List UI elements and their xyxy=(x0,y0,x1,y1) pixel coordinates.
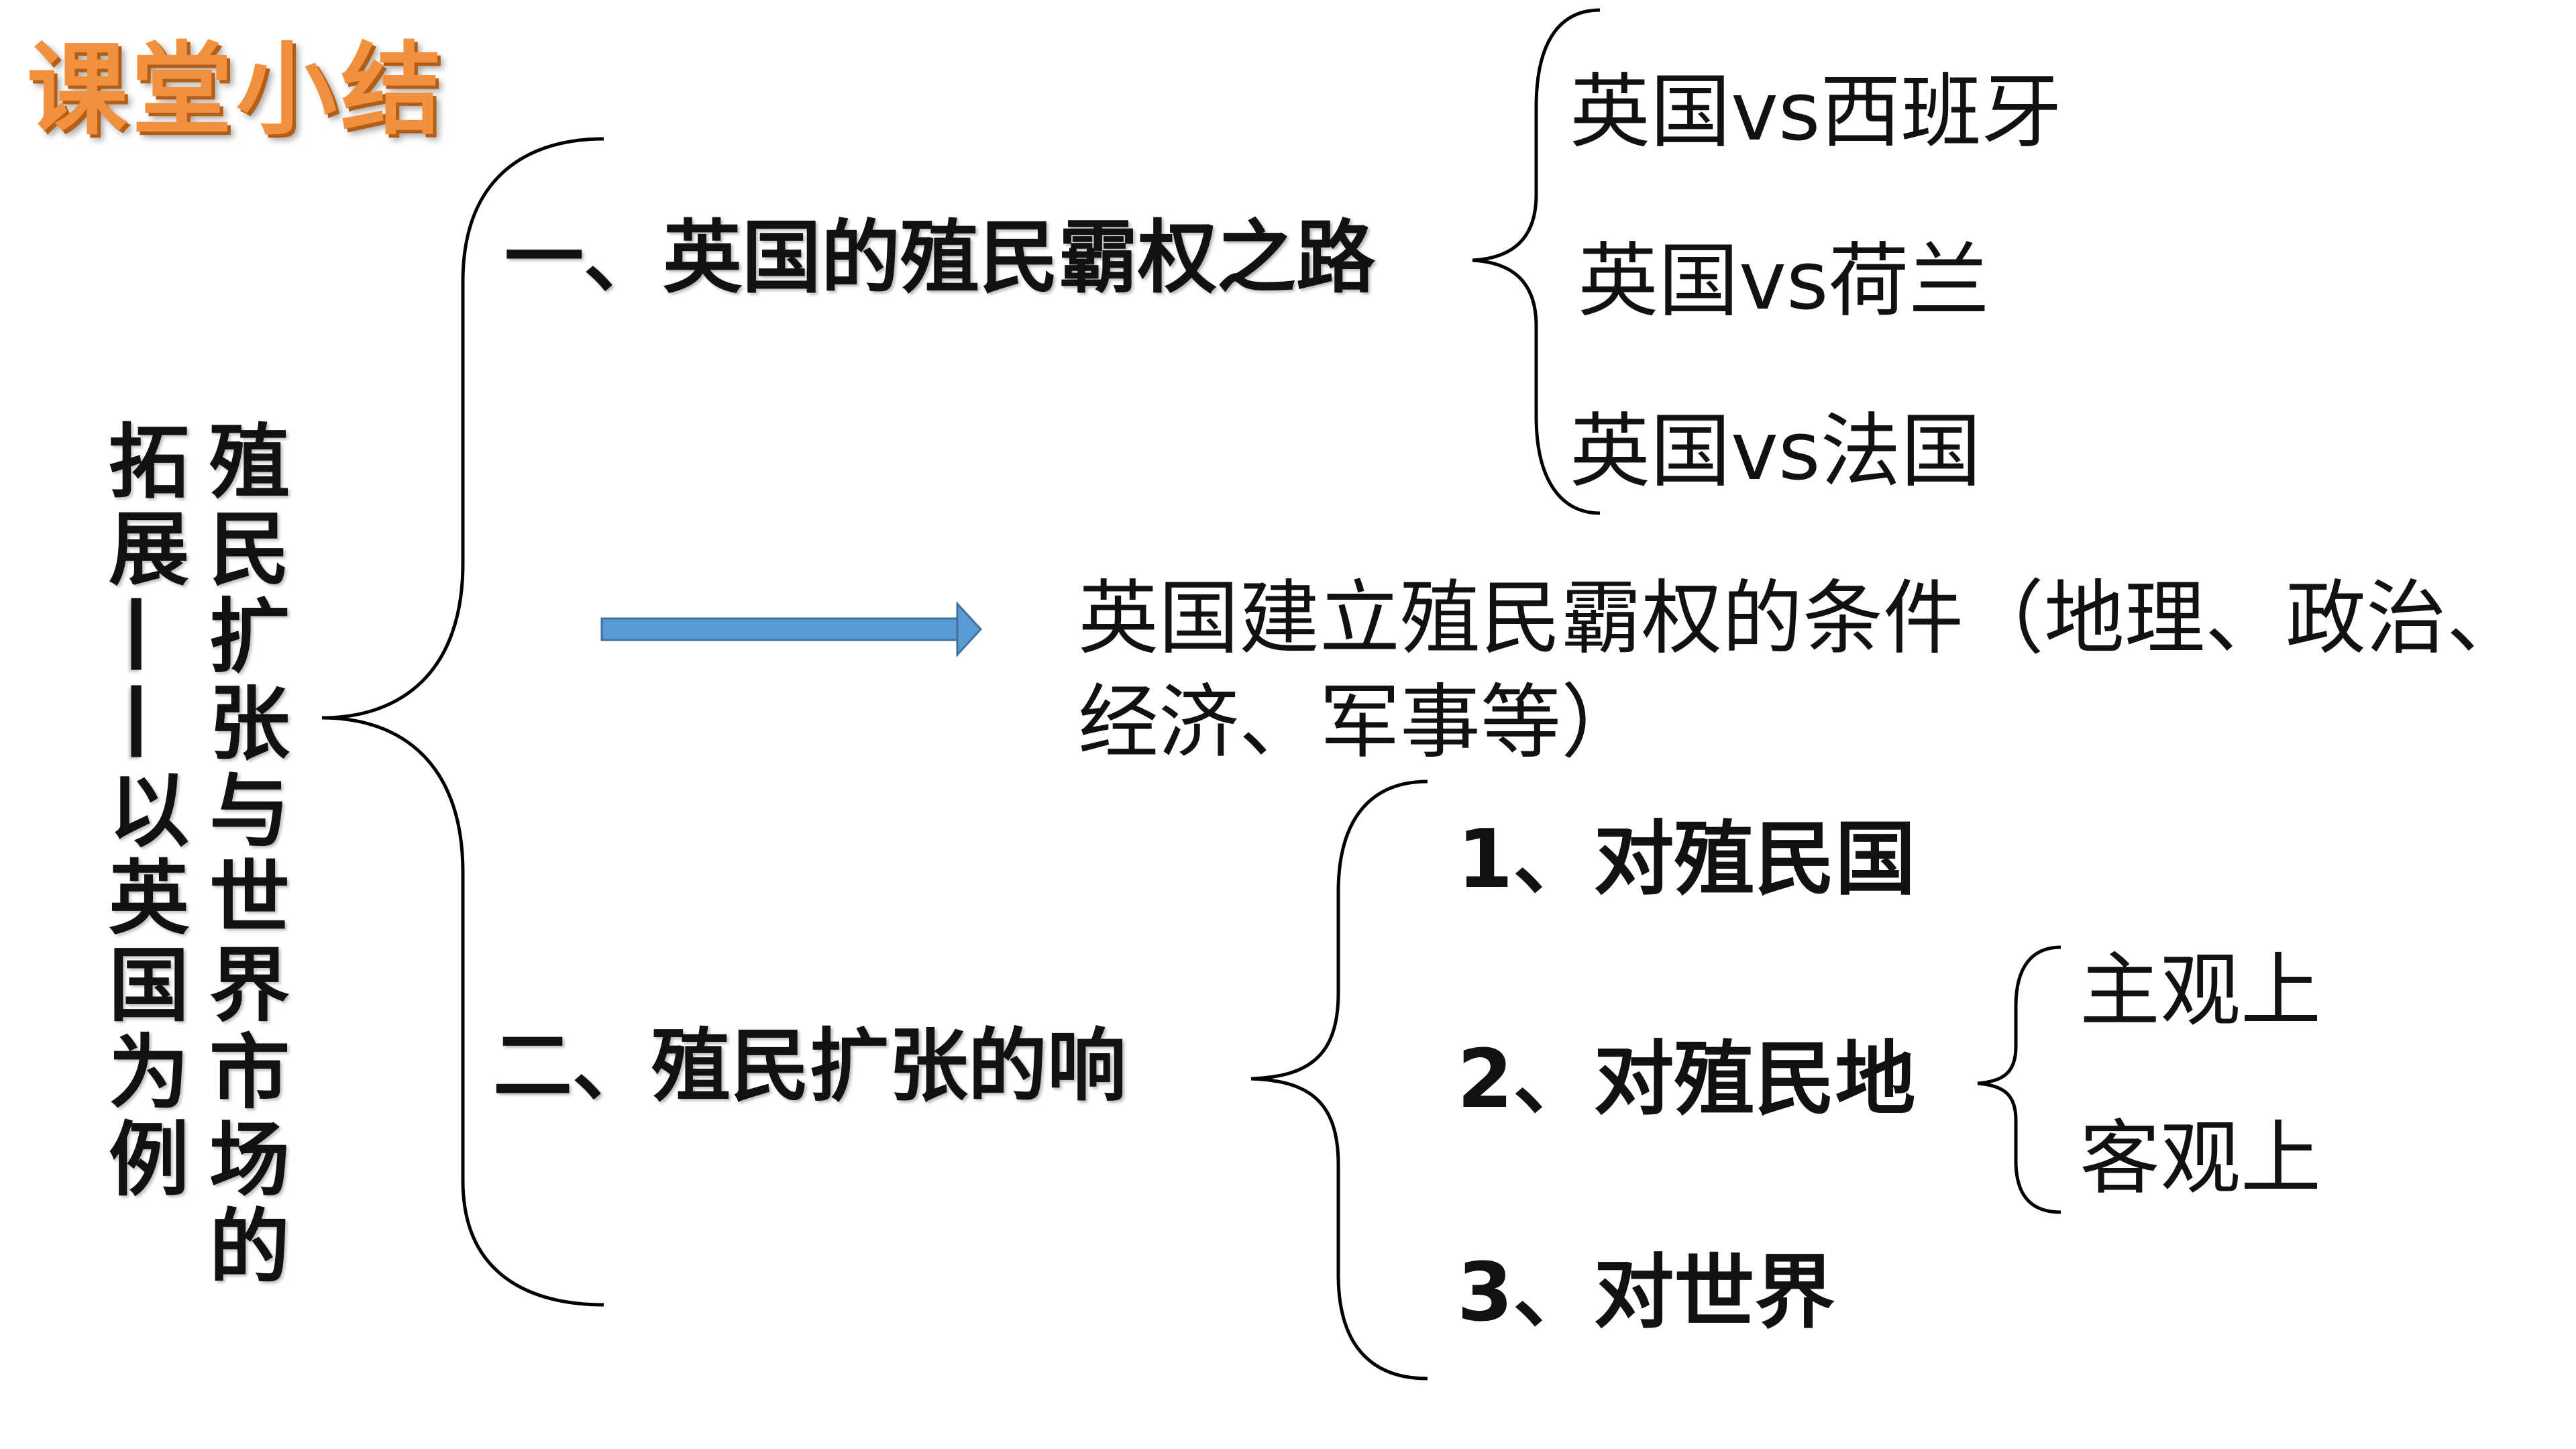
section1-heading: 一、英国的殖民霸权之路 xyxy=(504,211,1376,304)
colony-brace-icon xyxy=(1977,945,2061,1214)
topic-line-2: 拓展——以英国为例 xyxy=(95,419,188,1204)
impact-item-world: 3、对世界 xyxy=(1457,1246,1835,1340)
impact-item-colony: 2、对殖民地 xyxy=(1457,1033,1916,1126)
slide-title: 课堂小结 xyxy=(27,32,446,149)
colony-objective-label: 客观上 xyxy=(2080,1112,2321,1205)
main-brace-icon xyxy=(321,137,604,1307)
rival-item-netherlands: 英国vs荷兰 xyxy=(1578,235,1990,328)
section2-heading: 二、殖民扩张的响 xyxy=(493,1020,1127,1112)
conditions-line-1: 英国建立殖民霸权的条件（地理、政治、 xyxy=(1078,572,2527,665)
topic-line-1: 殖民扩张与世界市场的 xyxy=(195,419,288,1291)
rival-item-france: 英国vs法国 xyxy=(1570,405,1982,498)
arrow-shaft xyxy=(600,617,965,641)
impact-item-colonizer: 1、对殖民国 xyxy=(1457,813,1916,906)
arrow-head xyxy=(956,601,983,657)
section2-brace-icon xyxy=(1250,780,1428,1381)
colony-subjective-label: 主观上 xyxy=(2080,945,2321,1038)
conditions-line-2: 经济、军事等） xyxy=(1078,676,1642,769)
rival-item-spain: 英国vs西班牙 xyxy=(1570,66,2062,159)
section1-brace-icon xyxy=(1472,8,1601,515)
right-arrow-icon xyxy=(600,601,983,657)
